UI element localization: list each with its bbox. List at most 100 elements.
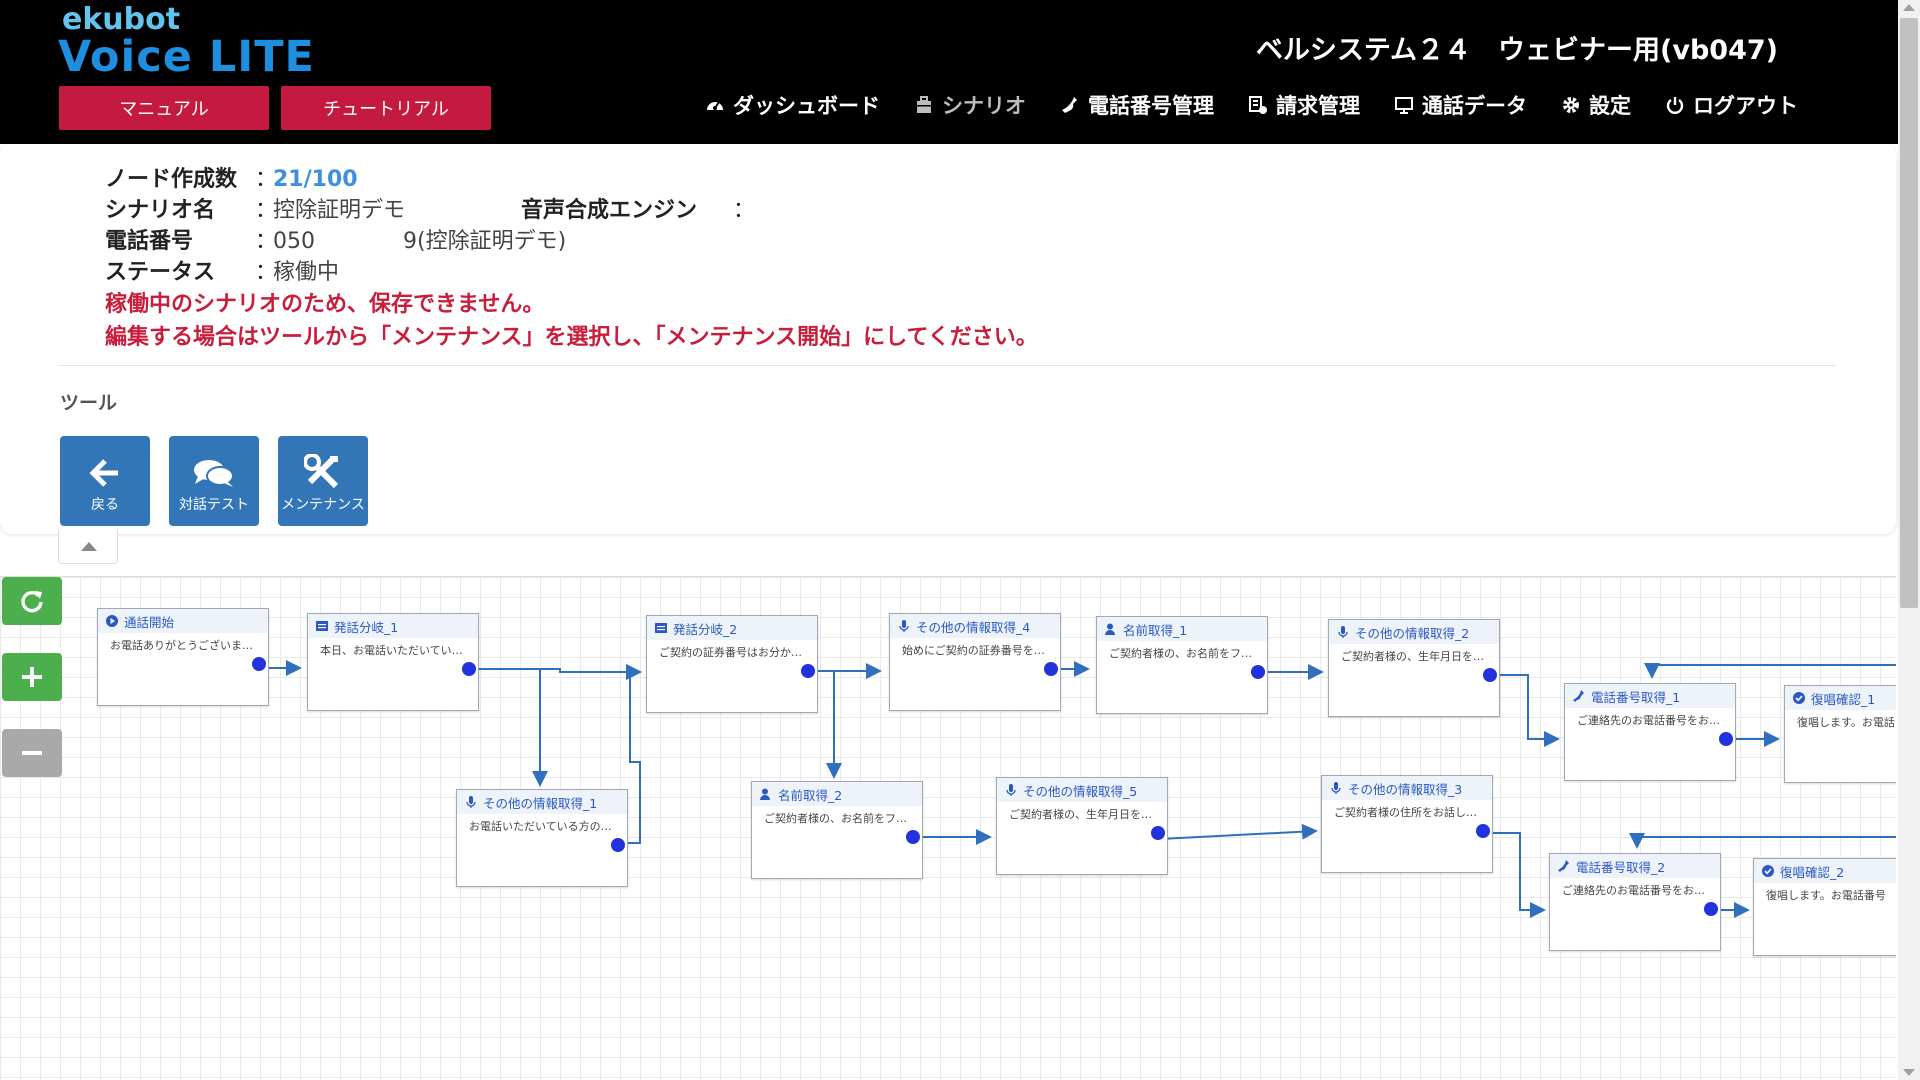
node-output-port[interactable] [462,662,476,676]
flow-node[interactable]: その他の情報取得_3 ご契約者様の住所をお話し… [1321,775,1493,873]
nav-logout-label: ログアウト [1693,94,1798,118]
node-body: ご契約者様の住所をお話し… [1334,806,1477,819]
phone-icon [1573,690,1585,702]
list-icon [655,622,667,634]
flow-node[interactable]: 電話番号取得_2 ご連絡先のお電話番号をお… [1549,853,1721,951]
nav-phone[interactable]: 電話番号管理 [1060,90,1214,120]
flow-node[interactable]: その他の情報取得_5 ご契約者様の、生年月日を… [996,777,1168,875]
flow-node[interactable]: 名前取得_2 ご契約者様の、お名前をフ… [751,781,923,879]
dialog-test-button[interactable]: 対話テスト [169,436,259,526]
node-body: 復唱します。お電話 [1797,716,1895,729]
phone-value-suffix: 9(控除証明デモ) [403,229,567,254]
mic-icon [1337,626,1349,638]
nav-calldata-label: 通話データ [1422,94,1527,118]
node-output-port[interactable] [252,657,266,671]
node-body: ご契約の証券番号はお分か… [659,646,802,659]
flow-node[interactable]: 名前取得_1 ご契約者様の、お名前をフ… [1096,616,1268,714]
minus-icon [22,751,42,755]
node-output-port[interactable] [1151,826,1165,840]
node-body: お電話いただいている方の… [469,820,612,833]
node-title: その他の情報取得_1 [483,795,598,811]
flow-node[interactable]: その他の情報取得_1 お電話いただいている方の… [456,789,628,887]
status-label: ステータス [105,260,216,285]
scroll-down-arrow[interactable] [1903,1069,1915,1076]
flow-node[interactable]: 復唱確認_2 復唱します。お電話番号 [1753,858,1896,956]
node-title: その他の情報取得_3 [1348,781,1463,797]
phone-label: 電話番号 [105,229,194,254]
node-output-port[interactable] [1704,902,1718,916]
manual-button[interactable]: マニュアル [59,86,269,130]
flow-node[interactable]: 発話分岐_2 ご契約の証券番号はお分か… [646,615,818,713]
nav-billing-label: 請求管理 [1276,94,1360,118]
node-output-port[interactable] [1251,665,1265,679]
zoom-in-button[interactable] [2,653,62,701]
nav-billing[interactable]: 請求管理 [1248,90,1360,120]
node-output-port[interactable] [611,838,625,852]
flow-node[interactable]: その他の情報取得_4 始めにご契約の証券番号を… [889,613,1061,711]
monitor-icon [1395,97,1413,114]
nav-dashboard-label: ダッシュボード [733,94,880,118]
node-body: ご契約者様の、生年月日を… [1009,808,1152,821]
zoom-out-button[interactable] [2,729,62,777]
scenario-info-panel: ノード作成数 ： 21/100 シナリオ名 ： 控除証明デモ 音声合成エンジン … [0,144,1896,534]
list-icon [316,620,328,632]
tools-icon [304,454,339,488]
flow-node[interactable]: 電話番号取得_1 ご連絡先のお電話番号をお… [1564,683,1736,781]
node-body: 本日、お電話いただいてい… [320,644,463,657]
scroll-up-arrow[interactable] [1903,4,1915,11]
flow-node[interactable]: 発話分岐_1 本日、お電話いただいてい… [307,613,479,711]
node-count-value: 21/100 [273,167,358,192]
tools-heading: ツール [60,392,118,414]
scenario-name-row: シナリオ名 ： 控除証明デモ 音声合成エンジン ： [105,195,1038,226]
play-icon [106,615,118,627]
node-title: 名前取得_1 [1123,622,1188,638]
refresh-button[interactable] [2,577,62,625]
status-value: 稼働中 [273,260,340,285]
maintenance-button[interactable]: メンテナンス [278,436,368,526]
node-output-port[interactable] [1719,732,1733,746]
phone-icon [1558,860,1570,872]
nav-calldata[interactable]: 通話データ [1394,90,1527,120]
node-body: ご契約者様の、お名前をフ… [1109,647,1252,660]
node-title: 電話番号取得_2 [1576,859,1666,875]
main-nav: ダッシュボード シナリオ 電話番号管理 請求管理 通話データ 設定 ログアウト [705,90,1798,120]
scenario-name-value: 控除証明デモ [273,198,406,223]
scroll-thumb[interactable] [1900,18,1918,608]
check-circle-icon [1762,865,1774,877]
flow-canvas[interactable]: 通話開始 お電話ありがとうございま… 発話分岐_1 本日、お電話いただいてい… … [0,576,1896,1080]
mic-icon [1005,784,1017,796]
node-output-port[interactable] [1476,824,1490,838]
node-title: その他の情報取得_5 [1023,783,1138,799]
flow-edge [469,664,642,680]
node-title: その他の情報取得_2 [1355,625,1470,641]
node-output-port[interactable] [1483,668,1497,682]
flow-node[interactable]: 復唱確認_1 復唱します。お電話 [1784,685,1896,783]
node-body: ご契約者様の、お名前をフ… [764,812,907,825]
node-body: ご契約者様の、生年月日を… [1341,650,1484,663]
node-body: ご連絡先のお電話番号をお… [1562,884,1705,897]
nav-settings[interactable]: 設定 [1561,90,1631,120]
mic-icon [898,620,910,632]
logo-small-text: ekubot [62,2,181,37]
nav-dashboard[interactable]: ダッシュボード [705,90,880,120]
flow-node[interactable]: 通話開始 お電話ありがとうございま… [97,608,269,706]
collapse-panel-button[interactable] [58,530,118,564]
nav-logout[interactable]: ログアウト [1665,90,1798,120]
nav-phone-label: 電話番号管理 [1088,94,1214,118]
logo-product-name: Voice LITE [58,32,315,82]
tutorial-button[interactable]: チュートリアル [281,86,491,130]
nav-scenario[interactable]: シナリオ [914,90,1026,120]
flow-node[interactable]: その他の情報取得_2 ご契約者様の、生年月日を… [1328,619,1500,717]
warning-message-1: 稼働中のシナリオのため、保存できません。 [105,292,545,317]
caret-up-icon [81,542,97,551]
node-output-port[interactable] [1044,662,1058,676]
tts-engine-label: 音声合成エンジン [521,198,698,223]
nav-settings-label: 設定 [1589,94,1631,118]
node-output-port[interactable] [906,830,920,844]
page-scrollbar[interactable] [1898,0,1920,1080]
app-header: ekubot Voice LITE マニュアル チュートリアル ベルシステム２４… [0,0,1898,144]
node-title: 電話番号取得_1 [1591,689,1681,705]
node-title: 発話分岐_1 [334,619,399,635]
node-output-port[interactable] [801,664,815,678]
back-button[interactable]: 戻る [60,436,150,526]
